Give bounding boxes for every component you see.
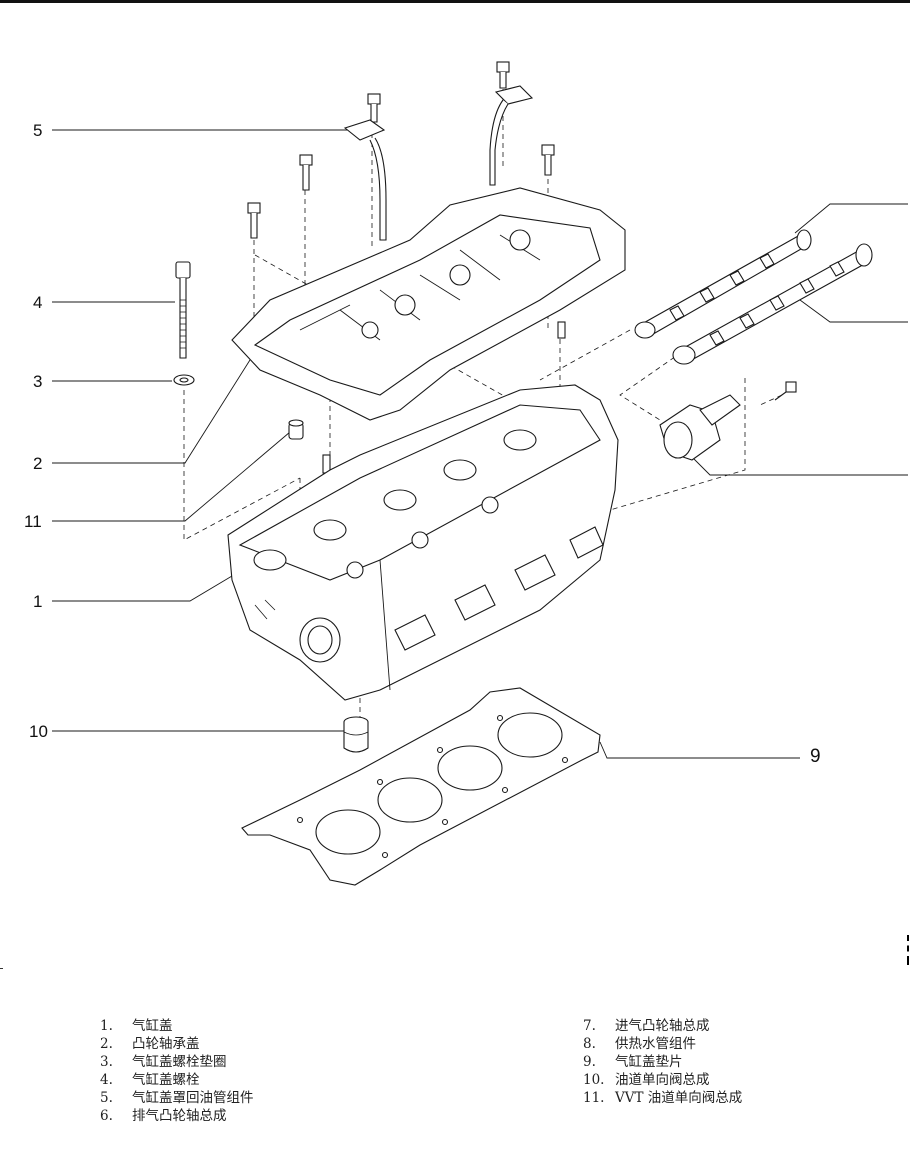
legend-right: 7. 进气凸轮轴总成 8. 供热水管组件 9. 气缸盖垫片 10. 油道单向阀总成 11… bbox=[583, 1017, 742, 1107]
legend-item: 6. 排气凸轮轴总成 bbox=[100, 1107, 254, 1125]
margin-tick bbox=[0, 968, 3, 969]
exhaust-camshaft bbox=[634, 229, 812, 339]
leader-9 bbox=[599, 741, 800, 759]
legend-num: 10. bbox=[583, 1072, 605, 1088]
camshaft-bearing-cap bbox=[231, 187, 626, 421]
legend-text: VVT 油道单向阀总成 bbox=[615, 1090, 743, 1106]
legend-num: 3. bbox=[100, 1054, 113, 1070]
leader-8 bbox=[689, 454, 908, 476]
legend-num: 4. bbox=[100, 1072, 113, 1088]
legend-num: 2. bbox=[100, 1036, 113, 1052]
bolt-f bbox=[774, 381, 797, 401]
legend-text: 气缸盖垫片 bbox=[615, 1054, 683, 1070]
legend-item: 8. 供热水管组件 bbox=[583, 1035, 742, 1053]
legend-item: 3. 气缸盖螺栓垫圈 bbox=[100, 1053, 254, 1071]
bolt-washer bbox=[173, 374, 195, 386]
legend-text: 气缸盖罩回油管组件 bbox=[132, 1090, 254, 1106]
legend-item: 10. 油道单向阀总成 bbox=[583, 1071, 742, 1089]
cylinder-head bbox=[227, 384, 619, 701]
leader-2 bbox=[52, 351, 256, 464]
bolt-a bbox=[247, 202, 261, 239]
legend-text: 供热水管组件 bbox=[615, 1036, 696, 1052]
leader-5 bbox=[52, 129, 363, 139]
legend-num: 11. bbox=[583, 1090, 605, 1106]
callout-2: 2 bbox=[33, 454, 43, 473]
legend-text: 排气凸轮轴总成 bbox=[132, 1108, 227, 1124]
legend-text: 气缸盖螺栓 bbox=[132, 1072, 200, 1088]
legend-text: 气缸盖螺栓垫圈 bbox=[132, 1054, 227, 1070]
legend-text: 气缸盖 bbox=[132, 1018, 173, 1034]
callout-9: 9 bbox=[810, 746, 821, 767]
legend-item: 4. 气缸盖螺栓 bbox=[100, 1071, 254, 1089]
legend-text: 油道单向阀总成 bbox=[615, 1072, 710, 1088]
head-gasket bbox=[241, 687, 601, 886]
leader-11 bbox=[52, 431, 291, 522]
callout-3: 3 bbox=[33, 372, 43, 391]
legend-num: 9. bbox=[583, 1054, 596, 1070]
cover-bolts bbox=[247, 61, 797, 401]
legend-item: 5. 气缸盖罩回油管组件 bbox=[100, 1089, 254, 1107]
leader-1 bbox=[52, 575, 233, 602]
legend-num: 1. bbox=[100, 1018, 113, 1034]
legend-item: 9. 气缸盖垫片 bbox=[583, 1053, 742, 1071]
exploded-view-diagram bbox=[52, 61, 908, 886]
legend-text: 凸轮轴承盖 bbox=[132, 1036, 200, 1052]
legend-num: 7. bbox=[583, 1018, 596, 1034]
top-rule bbox=[0, 0, 910, 3]
legend-item: 7. 进气凸轮轴总成 bbox=[583, 1017, 742, 1035]
oil-return-tube bbox=[343, 85, 534, 241]
bolt-b bbox=[299, 154, 313, 191]
callout-11: 11 bbox=[24, 512, 42, 531]
intake-camshaft bbox=[672, 243, 873, 365]
bolt-d bbox=[496, 61, 510, 89]
head-bolt bbox=[175, 261, 191, 359]
leader-7 bbox=[799, 299, 908, 323]
legend-left: 1. 气缸盖 2. 凸轮轴承盖 3. 气缸盖螺栓垫圈 4. 气缸盖螺栓 5. 气缸盖罩回油… bbox=[100, 1017, 254, 1125]
heater-water-pipe bbox=[659, 394, 741, 461]
oil-check-valve bbox=[343, 716, 369, 753]
callout-1: 1 bbox=[33, 592, 43, 611]
legend-item: 2. 凸轮轴承盖 bbox=[100, 1035, 254, 1053]
legend-num: 5. bbox=[100, 1090, 113, 1106]
legend-item: 1. 气缸盖 bbox=[100, 1017, 254, 1035]
legend-num: 8. bbox=[583, 1036, 596, 1052]
vvt-check-valve bbox=[288, 419, 304, 440]
callout-5: 5 bbox=[33, 121, 43, 140]
bolt-c bbox=[367, 93, 381, 123]
callout-10: 10 bbox=[29, 722, 48, 741]
callout-4: 4 bbox=[33, 293, 43, 312]
leader-6 bbox=[794, 203, 908, 234]
bolt-e bbox=[541, 144, 555, 176]
legend-item: 11. VVT 油道单向阀总成 bbox=[583, 1089, 742, 1107]
legend-num: 6. bbox=[100, 1108, 113, 1124]
edge-mark bbox=[907, 935, 909, 965]
legend-text: 进气凸轮轴总成 bbox=[615, 1018, 710, 1034]
